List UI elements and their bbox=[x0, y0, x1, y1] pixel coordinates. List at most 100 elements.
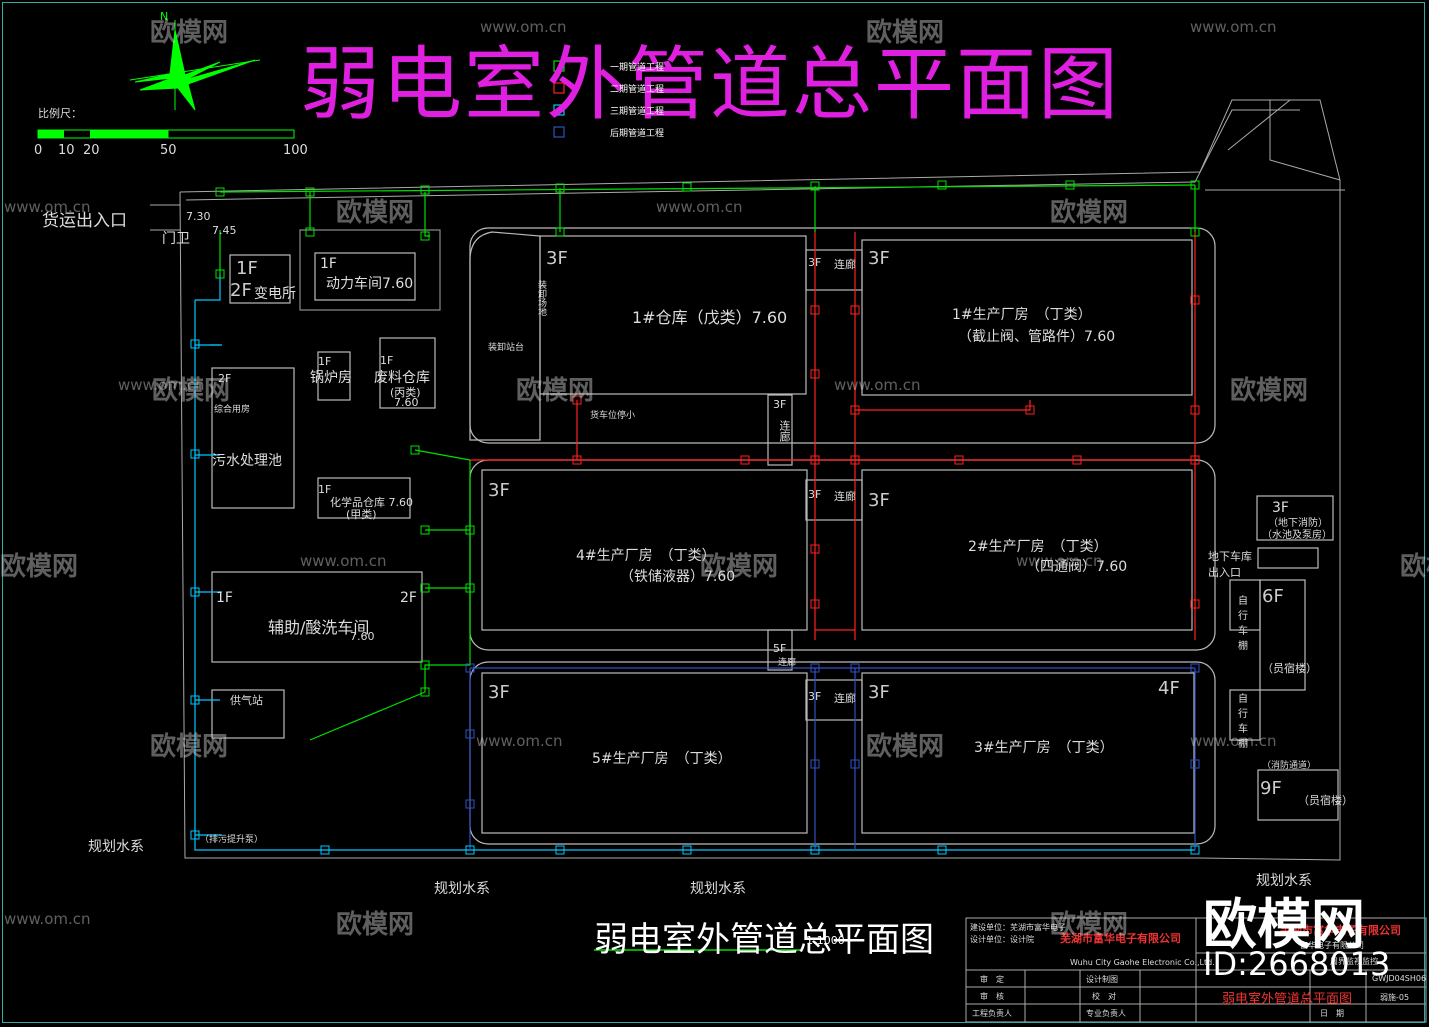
building-label: 自行车棚 bbox=[1238, 596, 1248, 652]
system-name: 周界监视监控 bbox=[1330, 957, 1378, 966]
building-label: （员宿楼） bbox=[1262, 662, 1317, 675]
tb-row-label: 审 核 bbox=[980, 992, 1004, 1001]
legend-item-phase-2: 二期管道工程 bbox=[610, 85, 665, 95]
building-label: 5#生产厂房 （丁类） bbox=[592, 751, 732, 767]
watermark-brand: 欧模网 bbox=[336, 198, 415, 228]
building-class-label: (丙类) bbox=[390, 386, 421, 399]
drawing-number: GWJD04SH06 bbox=[1372, 974, 1427, 983]
scale-tick: 100 bbox=[283, 143, 308, 158]
floor-label: 3F bbox=[546, 248, 568, 269]
building-sublabel: （截止阀、管路件）7.60 bbox=[958, 329, 1116, 345]
building-label: 1#仓库（戊类）7.60 bbox=[632, 308, 788, 327]
floor-label: 3F bbox=[808, 256, 822, 269]
manholes bbox=[215, 180, 1200, 697]
sheet-number: 弱施-05 bbox=[1380, 993, 1410, 1002]
elevation-label: 7.60 bbox=[394, 396, 419, 409]
company-name-en: Wuhu City Gaohe Electronic Co.,Ltd. bbox=[1070, 958, 1215, 967]
tb-row-label: 日 期 bbox=[1320, 1009, 1344, 1018]
tb-row-label: 审 定 bbox=[980, 975, 1004, 984]
building-label: （员宿楼） bbox=[1298, 794, 1353, 807]
scale-tick: 50 bbox=[160, 143, 177, 158]
building-label: （消防通道） bbox=[1262, 761, 1317, 771]
floor-label: 3F bbox=[808, 488, 822, 501]
watermark-brand: 欧模网 bbox=[700, 552, 779, 582]
building-label: （水池及泵房） bbox=[1262, 530, 1332, 541]
floor-label: 6F bbox=[1262, 586, 1284, 607]
legend-item-phase-1: 一期管道工程 bbox=[610, 63, 665, 73]
scale-label: 比例尺： bbox=[38, 107, 82, 120]
floor-label: 5F bbox=[773, 642, 787, 655]
floor-label: 1F bbox=[320, 256, 337, 272]
floor-label: 4F bbox=[1158, 678, 1180, 699]
watermark-brand: 欧模网 bbox=[336, 910, 415, 940]
building-label: 自行车棚 bbox=[1238, 694, 1248, 750]
floor-label: 2F bbox=[218, 372, 232, 385]
corridor-label: 连廊 bbox=[834, 692, 856, 705]
watermark-brand: 欧模网 bbox=[516, 376, 595, 406]
main-title: 弱电室外管道总平面图 bbox=[300, 38, 1120, 131]
legend-item-phase-4: 后期管道工程 bbox=[610, 129, 665, 139]
floor-label: 3F bbox=[868, 682, 890, 703]
building-label: 3#生产厂房 （丁类） bbox=[974, 740, 1114, 756]
watermark-brand: 欧模网 bbox=[150, 732, 229, 762]
watermark-url: www.om.cn bbox=[1190, 18, 1277, 36]
building-label: 锅炉房 bbox=[310, 370, 352, 386]
guard-label: 门卫 bbox=[162, 231, 190, 247]
elevation-label: 7.45 bbox=[212, 224, 237, 237]
watermark-brand: 欧模网 bbox=[1050, 910, 1129, 940]
watermark-url: www.om.cn bbox=[300, 552, 387, 570]
building-label: 化学品仓库 7.60 bbox=[330, 496, 413, 509]
corridor-label: 连廊 bbox=[778, 420, 791, 442]
floor-label: 2F bbox=[400, 590, 417, 606]
company-name: 芜湖市富华电子有限公司 bbox=[1060, 932, 1181, 945]
manholes-red bbox=[572, 295, 1200, 609]
water-label: 规划水系 bbox=[690, 881, 746, 897]
building-sublabel: （四通阀）7.60 bbox=[1026, 559, 1128, 575]
scale-tick: 10 bbox=[58, 143, 75, 158]
watermark-url: www.om.cn bbox=[118, 376, 205, 394]
building-label: 废料仓库 bbox=[374, 370, 430, 386]
floor-label: 3F bbox=[868, 490, 890, 511]
title-block-header: 设计单位：设计院 bbox=[970, 935, 1034, 944]
sheet-title: 弱电室外管道总平面图 bbox=[1222, 992, 1353, 1007]
floor-label: 9F bbox=[1260, 778, 1282, 799]
tb-row-label: 设计制图 bbox=[1086, 975, 1118, 984]
building-label: （排污提升泵） bbox=[200, 835, 264, 845]
sub-title-scale: 1:1000 bbox=[806, 934, 845, 947]
building-label: 污水处理池 bbox=[212, 453, 282, 469]
watermark-brand: 欧模网 bbox=[0, 552, 79, 582]
tb-row-label: 专业负责人 bbox=[1086, 1009, 1126, 1018]
watermark-url: www.om.cn bbox=[834, 376, 921, 394]
elevation-label: 7.60 bbox=[350, 630, 375, 643]
company-name-2: 芜湖市富华电子有限公司 bbox=[1280, 924, 1401, 937]
area-label: 装卸场地 bbox=[536, 280, 546, 316]
building-label: 2#生产厂房 （丁类） bbox=[968, 539, 1108, 555]
area-label: 货车位停小 bbox=[590, 411, 636, 421]
floor-label: 1F bbox=[216, 590, 233, 606]
scale-bar-graphic bbox=[37, 129, 295, 139]
floor-label: 1F bbox=[318, 483, 332, 496]
manholes-cyan bbox=[190, 339, 1200, 855]
pipe-phase-1 bbox=[219, 184, 1196, 741]
watermark-brand: 欧模网 bbox=[150, 18, 229, 48]
building-sublabel: 综合用房 bbox=[214, 405, 251, 415]
underground-entry-label: 地下车库出入口 bbox=[1208, 550, 1252, 579]
corridor-label: 连廊 bbox=[778, 658, 797, 668]
elevation-label: 7.30 bbox=[186, 210, 211, 223]
entrance-label: 货运出入口 bbox=[42, 211, 127, 231]
watermark-brand: 欧模网 bbox=[1400, 552, 1429, 582]
watermark-url: www.om.cn bbox=[4, 198, 91, 216]
scale-tick: 20 bbox=[83, 143, 100, 158]
tb-row-label: 校 对 bbox=[1092, 992, 1116, 1001]
building-sublabel: （铁储液器）7.60 bbox=[620, 569, 736, 585]
tb-row-label: 工程负责人 bbox=[972, 1009, 1012, 1018]
title-block-header: 建设单位：芜湖市富华电子 bbox=[970, 923, 1066, 932]
project-name: 富华电子有限公司 bbox=[1300, 941, 1364, 950]
water-label: 规划水系 bbox=[434, 881, 490, 897]
watermark-brand: 欧模网 bbox=[866, 18, 945, 48]
floor-label: 3F bbox=[1272, 500, 1289, 516]
building-label: 辅助/酸洗车间 bbox=[268, 618, 370, 637]
corridor-label: 连廊 bbox=[834, 258, 856, 271]
